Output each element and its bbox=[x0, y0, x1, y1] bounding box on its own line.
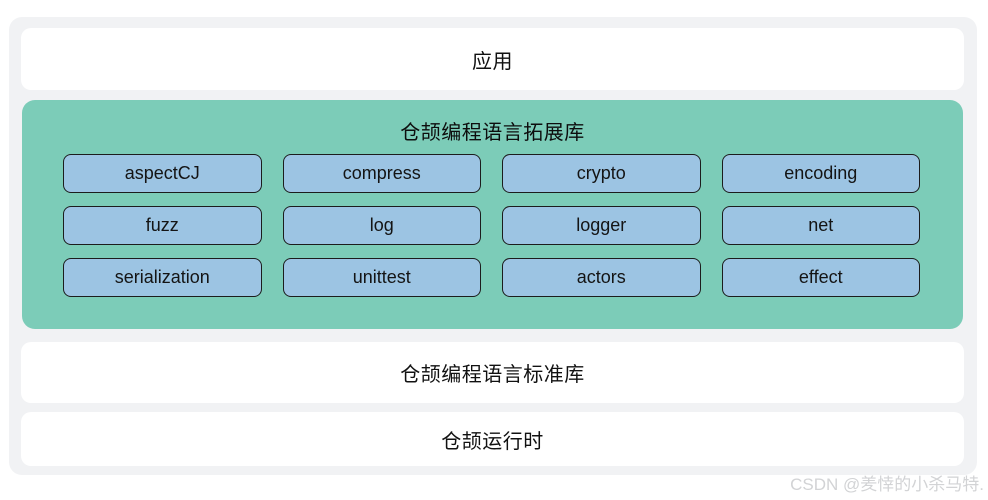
extension-module: unittest bbox=[282, 258, 481, 297]
extension-module: effect bbox=[721, 258, 920, 297]
layer-application: 应用 bbox=[21, 28, 964, 90]
extension-module: logger bbox=[502, 206, 701, 245]
extension-module-grid: aspectCJ compress crypto encoding fuzz l… bbox=[63, 154, 920, 297]
csdn-watermark: CSDN @羑悻的小杀马特. bbox=[790, 475, 984, 494]
layer-standard-library: 仓颉编程语言标准库 bbox=[21, 342, 964, 403]
extension-module: compress bbox=[282, 154, 481, 193]
extension-module: actors bbox=[502, 258, 701, 297]
extension-module: serialization bbox=[63, 258, 262, 297]
extension-module: crypto bbox=[502, 154, 701, 193]
layer-runtime: 仓颉运行时 bbox=[21, 412, 964, 466]
extension-module: fuzz bbox=[63, 206, 262, 245]
layer-extension-library: 仓颉编程语言拓展库 aspectCJ compress crypto encod… bbox=[22, 100, 963, 329]
extension-module: log bbox=[282, 206, 481, 245]
extension-module: encoding bbox=[721, 154, 920, 193]
extension-module: aspectCJ bbox=[63, 154, 262, 193]
extension-module: net bbox=[721, 206, 920, 245]
extension-library-title: 仓颉编程语言拓展库 bbox=[400, 122, 585, 144]
